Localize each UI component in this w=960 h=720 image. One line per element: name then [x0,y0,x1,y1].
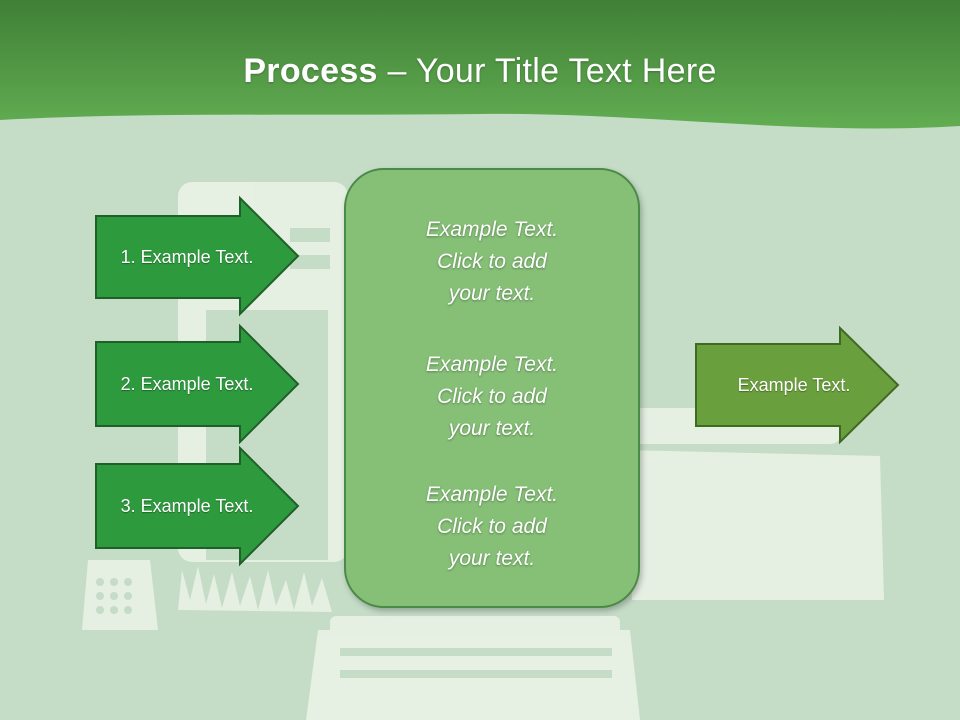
arrow-1-shape [95,195,300,317]
center-block-1-line3: your text. [448,282,536,305]
arrow-3-shape [95,445,300,567]
center-block-1-line1: Example Text. [425,218,559,241]
center-text-box[interactable]: Example Text. Click to add your text. Ex… [344,168,640,608]
center-block-1[interactable]: Example Text. Click to add your text. [346,214,638,310]
center-block-3[interactable]: Example Text. Click to add your text. [346,479,638,575]
left-arrow-3[interactable]: 3. Example Text. [96,464,278,548]
page-title: Process – Your Title Text Here [0,52,960,91]
center-block-3-line1: Example Text. [425,483,559,506]
right-arrow[interactable]: Example Text. [696,344,892,426]
left-arrow-2[interactable]: 2. Example Text. [96,342,278,426]
title-bold: Process [243,52,378,90]
left-arrow-1[interactable]: 1. Example Text. [96,216,278,298]
center-block-2[interactable]: Example Text. Click to add your text. [346,349,638,445]
center-block-2-line3: your text. [448,417,536,440]
center-block-3-line3: your text. [448,547,536,570]
left-arrow-3-label: 3. Example Text. [120,495,254,516]
arrow-2-shape [95,323,300,445]
right-arrow-shape [695,325,900,445]
center-block-2-line1: Example Text. [425,353,559,376]
right-arrow-label: Example Text. [737,374,851,395]
left-arrow-2-label: 2. Example Text. [120,373,254,394]
title-rest: – Your Title Text Here [377,52,717,90]
header-wave [0,0,960,129]
left-arrow-shapes [95,195,300,567]
center-block-2-line2: Click to add [437,385,547,408]
left-arrow-1-label: 1. Example Text. [120,246,254,267]
center-block-3-line2: Click to add [437,515,547,538]
center-block-1-line2: Click to add [437,250,547,273]
